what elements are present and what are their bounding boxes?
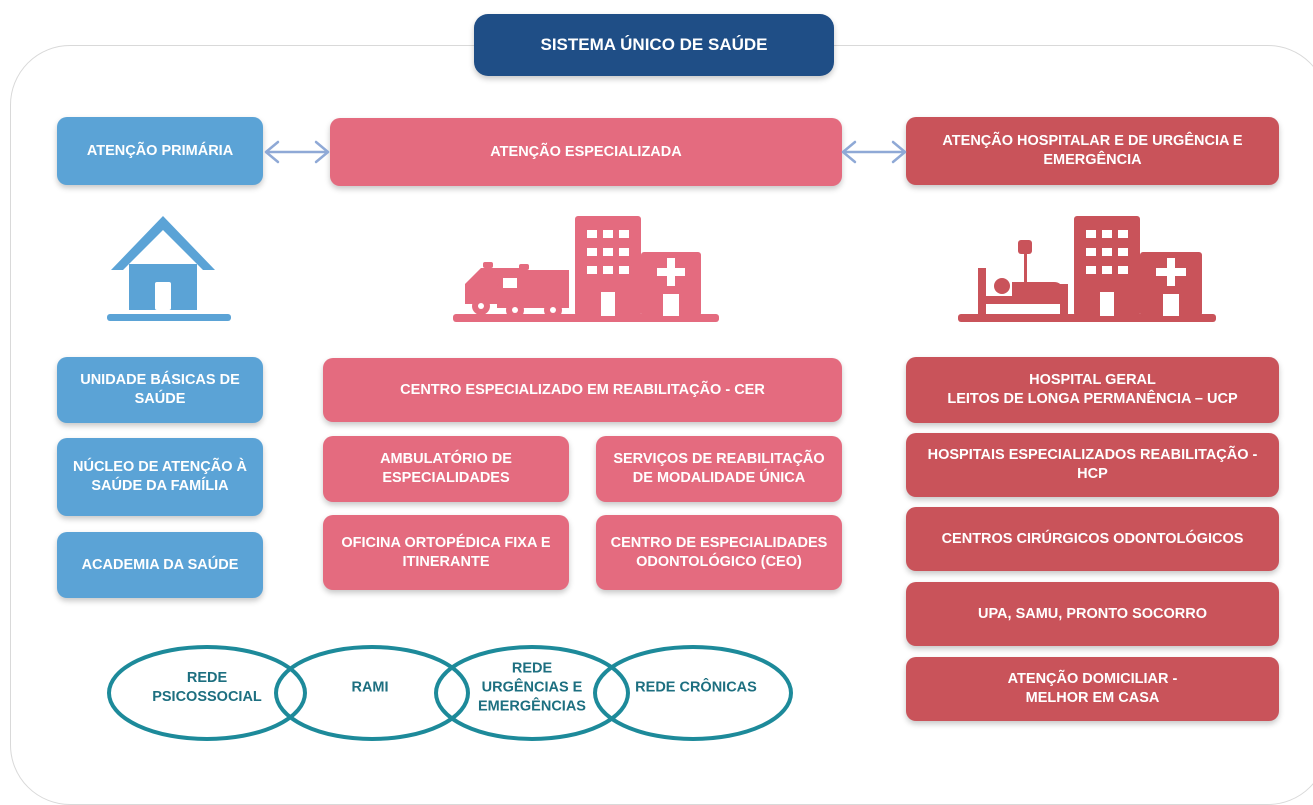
network-ellipse: [107, 645, 307, 741]
network-label-psicossocial: REDE PSICOSSOCIAL: [152, 670, 262, 705]
level-primary-header: ATENÇÃO PRIMÁRIA: [57, 117, 263, 185]
network-ellipse: [274, 645, 470, 741]
double-arrow-icon: [841, 140, 907, 164]
hospital-item-especializados: HOSPITAIS ESPECIALIZADOS REABILITAÇÃO - …: [906, 433, 1279, 497]
specialized-item-ceo: CENTRO DE ESPECIALIDADES ODONTOLÓGICO (C…: [596, 515, 842, 590]
primary-item-nasf: NÚCLEO DE ATENÇÃO À SAÚDE DA FAMÍLIA: [57, 438, 263, 516]
primary-item-ubs: UNIDADE BÁSICAS DE SAÚDE: [57, 357, 263, 423]
double-arrow-icon: [264, 140, 330, 164]
network-label-rami: RAMI: [351, 679, 389, 696]
network-label-urgencias: REDE URGÊNCIAS E EMERGÊNCIAS: [478, 660, 586, 715]
house-clinic-icon: [107, 216, 231, 321]
ambulances-hospital-icon: [453, 216, 719, 322]
specialized-item-servicos: SERVIÇOS DE REABILITAÇÃO DE MODALIDADE Ú…: [596, 436, 842, 502]
primary-item-academia: ACADEMIA DA SAÚDE: [57, 532, 263, 598]
hospital-item-upa: UPA, SAMU, PRONTO SOCORRO: [906, 582, 1279, 646]
network-ellipse: [434, 645, 630, 741]
hospital-bed-icon: [958, 216, 1216, 322]
network-ellipses: [107, 645, 793, 741]
network-label-cronicas: REDE CRÔNICAS: [635, 679, 757, 696]
level-hospital-header: ATENÇÃO HOSPITALAR E DE URGÊNCIA E EMERG…: [906, 117, 1279, 185]
level-specialized-header: ATENÇÃO ESPECIALIZADA: [330, 118, 842, 186]
hospital-item-geral: HOSPITAL GERAL LEITOS DE LONGA PERMANÊNC…: [906, 357, 1279, 423]
hospital-item-odontologicos: CENTROS CIRÚRGICOS ODONTOLÓGICOS: [906, 507, 1279, 571]
specialized-item-oficina: OFICINA ORTOPÉDICA FIXA E ITINERANTE: [323, 515, 569, 590]
page-title: SISTEMA ÚNICO DE SAÚDE: [474, 14, 834, 76]
hospital-item-domiciliar: ATENÇÃO DOMICILIAR - MELHOR EM CASA: [906, 657, 1279, 721]
specialized-item-cer: CENTRO ESPECIALIZADO EM REABILITAÇÃO - C…: [323, 358, 842, 422]
specialized-item-ambulatorio: AMBULATÓRIO DE ESPECIALIDADES: [323, 436, 569, 502]
network-ellipse: [593, 645, 793, 741]
